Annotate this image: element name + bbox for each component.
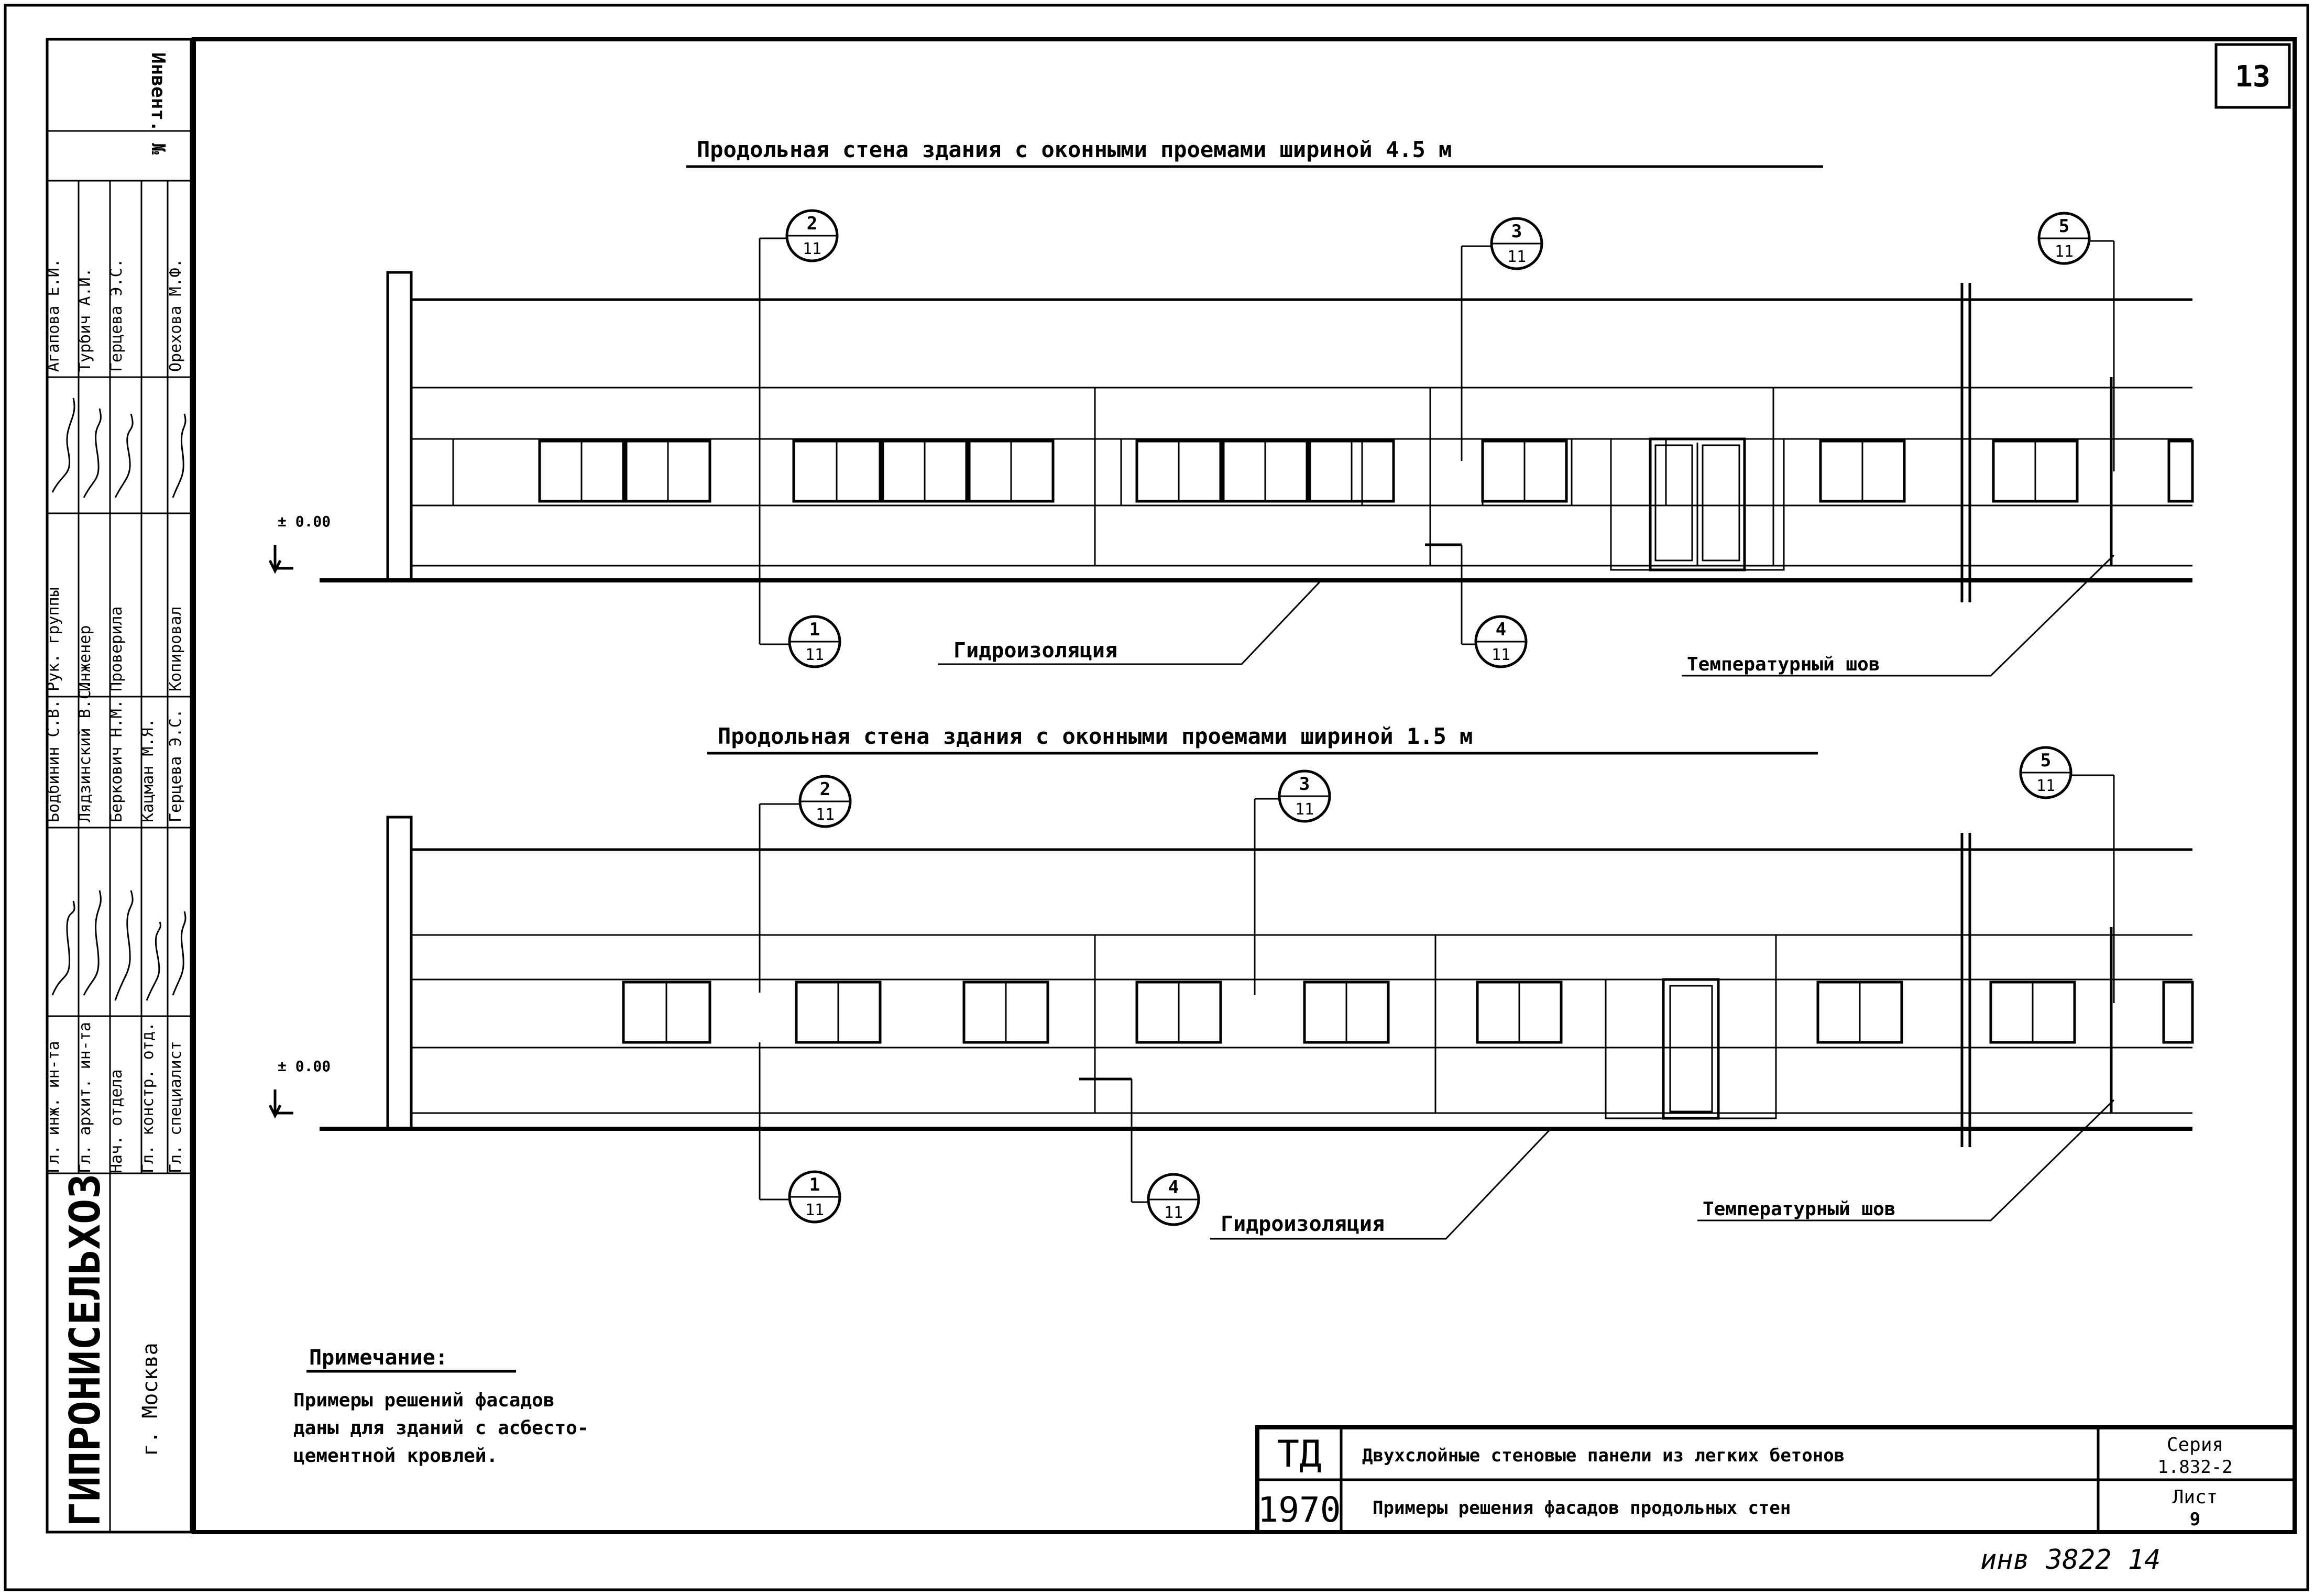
note-line-3: цементной кровлей. (293, 1445, 498, 1467)
stamp-title2-2: Инженер (76, 625, 94, 691)
facade-2-waterproofing-label: Гидроизоляция (1221, 1212, 1385, 1236)
organization-name: ГИПРОНИСЕЛЬХОЗ (61, 1174, 109, 1527)
callout-2-4: 4 11 (1079, 1077, 1200, 1226)
title-block-year: 1970 (1258, 1490, 1341, 1530)
city-name: г. Москва (138, 1342, 162, 1456)
facade-1: Продольная стена здания с оконными проем… (268, 137, 2194, 677)
stamp-title-2: Гл. архит. ин-та (76, 1022, 94, 1173)
inner-frame (192, 37, 2297, 1534)
level-mark-1: ± 0.00 (268, 513, 331, 574)
note-line-1: Примеры решений фасадов (293, 1390, 555, 1411)
windows-row-1 (538, 439, 2194, 503)
series-value: 1.832-2 (2157, 1457, 2232, 1478)
stamp-title-1: Гл. инж. ин-та (45, 1041, 63, 1173)
stamp-name-2: Лядзинский В.С. (76, 680, 94, 822)
sheet-value: 9 (2190, 1509, 2200, 1530)
callout-2-2: 2 11 (759, 775, 852, 993)
callout-num: 4 (1168, 1177, 1179, 1198)
title-block: ТД 1970 Двухслойные стеновые панели из л… (1255, 1425, 2297, 1534)
stamp-name-5: Герцева Э.С. (167, 709, 185, 822)
stamp-title2-3: Проверила (107, 606, 126, 691)
callout-num: 5 (2041, 750, 2051, 771)
note-title: Примечание: (309, 1346, 448, 1370)
note-line-2: даны для зданий с асбесто- (293, 1417, 589, 1439)
callout-sheet: 11 (2036, 777, 2055, 795)
callout-sheet: 11 (1507, 248, 1526, 266)
title-block-td: ТД (1277, 1433, 1321, 1476)
chimney-2 (386, 816, 413, 1130)
stamp-name2-1: Агапова Е.И. (45, 258, 63, 372)
callout-2-1: 1 11 (759, 1042, 841, 1224)
facade-1-joint-label: Температурный шов (1687, 654, 1880, 675)
level-mark-2: ± 0.00 (268, 1058, 331, 1119)
callout-num: 2 (807, 213, 817, 234)
callout-sheet: 11 (816, 806, 835, 824)
callout-sheet: 11 (1295, 800, 1314, 819)
stamp-name2-2: Турбич А.И. (76, 268, 94, 372)
stamp-title2-4: Копировал (167, 606, 185, 691)
callout-2-5: 5 11 (2019, 746, 2115, 1003)
callout-sheet: 11 (803, 240, 821, 258)
stamp-name2-3: Герцева Э.С. (107, 258, 126, 372)
sheet-number-box: 13 (2214, 43, 2291, 109)
level-mark-2-text: ± 0.00 (278, 1058, 331, 1075)
inventory-label: Инвент. № (147, 52, 169, 155)
callout-1-2: 2 11 (759, 209, 839, 450)
callout-sheet: 11 (805, 1201, 824, 1219)
stamp-title-5: Гл. специалист (167, 1041, 185, 1173)
callout-sheet: 11 (805, 646, 824, 664)
callout-num: 5 (2059, 216, 2069, 237)
left-stamp: Гл. инж. ин-та Гл. архит. ин-та Нач. отд… (45, 38, 193, 1534)
callout-1-4: 4 11 (1425, 543, 1528, 668)
stamp-name-1: Бодбинин С.В. (45, 699, 63, 822)
callout-num: 3 (1511, 221, 1522, 242)
facade-2-joint-label: Температурный шов (1703, 1198, 1895, 1220)
callout-2-3: 3 11 (1254, 769, 1331, 995)
callout-num: 3 (1299, 774, 1310, 795)
entrance-door-2 (1605, 978, 1777, 1120)
stamp-title2-1: Рук. группы (45, 587, 63, 691)
outer-frame (4, 4, 2309, 1591)
callout-1-3: 3 11 (1461, 217, 1543, 461)
handwritten-inventory-number: инв 3822 14 (1980, 1544, 2161, 1576)
title-block-title-1: Двухслойные стеновые панели из легких бе… (1362, 1445, 1845, 1466)
entrance-door-1 (1610, 437, 1785, 571)
stamp-name-4: Кацман М.Я. (139, 718, 157, 822)
title-block-title-2: Примеры решения фасадов продольных стен (1373, 1498, 1791, 1518)
windows-row-2 (622, 981, 2194, 1044)
callout-1-5: 5 11 (2037, 212, 2115, 471)
callout-num: 2 (820, 779, 830, 800)
callout-sheet: 11 (1492, 646, 1510, 664)
callout-num: 1 (809, 1174, 820, 1195)
callout-sheet: 11 (2055, 243, 2074, 261)
stamp-title-4: Гл. констр. отд. (139, 1022, 157, 1173)
sheet-number: 13 (2235, 60, 2270, 94)
facade-2-title: Продольная стена здания с оконными проем… (718, 723, 1473, 749)
facade-1-waterproofing-label: Гидроизоляция (953, 639, 1117, 663)
facade-1-title: Продольная стена здания с оконными проем… (697, 137, 1452, 162)
signatures (51, 398, 187, 1001)
stamp-name-3: Беркович Н.М. (107, 699, 126, 822)
stamp-title-3: Нач. отдела (107, 1069, 126, 1173)
series-label: Серия (2167, 1434, 2223, 1456)
stamp-name2-4: Орехова М.Ф. (167, 258, 185, 372)
callout-1-1: 1 11 (759, 503, 841, 668)
chimney (386, 271, 413, 582)
callout-num: 1 (809, 619, 820, 640)
facade-2: Продольная стена здания с оконными проем… (268, 723, 2194, 1240)
sheet-label: Лист (2173, 1487, 2218, 1508)
callout-num: 4 (1496, 619, 1506, 640)
callout-sheet: 11 (1164, 1204, 1183, 1222)
note: Примечание: Примеры решений фасадов даны… (293, 1346, 589, 1467)
level-mark-1-text: ± 0.00 (278, 513, 331, 530)
